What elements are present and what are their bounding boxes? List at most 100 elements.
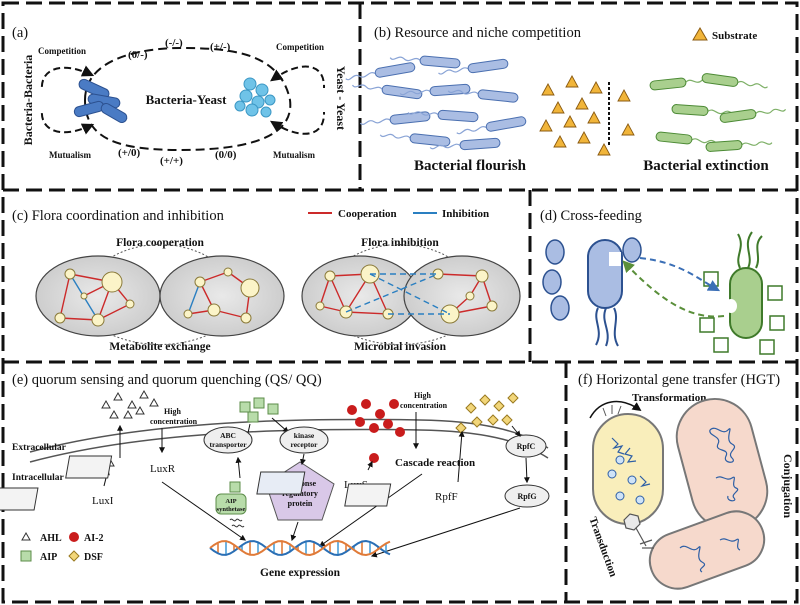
extracellular-label: Extracellular bbox=[12, 443, 67, 453]
yy-competition-loop bbox=[270, 65, 326, 89]
microbe-node bbox=[486, 300, 498, 312]
cross-feed-arrow-to-blue bbox=[622, 260, 725, 318]
microbe-node bbox=[207, 303, 221, 317]
substrate-triangle bbox=[577, 131, 591, 144]
cell-membrane-inner bbox=[29, 428, 549, 463]
microbe-node bbox=[240, 312, 252, 324]
flora-inhibition-label: Flora inhibition bbox=[361, 237, 439, 249]
aip-synthetase-label-2: synthetase bbox=[217, 506, 246, 513]
substrate-triangle bbox=[541, 83, 555, 96]
yy-competition-label: Competition bbox=[276, 42, 324, 52]
microbe-node bbox=[324, 270, 336, 282]
extinction-caption: Bacterial extinction bbox=[643, 158, 769, 174]
blue-bacterium bbox=[587, 239, 623, 309]
substrate-triangle bbox=[621, 123, 635, 136]
interaction-edge bbox=[59, 273, 71, 319]
panel-d-title: (d) Cross-feeding bbox=[540, 208, 642, 224]
substrate-triangles bbox=[539, 75, 635, 156]
transformation-label: Transformation bbox=[632, 392, 706, 404]
bacterium bbox=[447, 89, 519, 103]
legend-dsf: DSF bbox=[84, 552, 103, 563]
legend-ai2: AI-2 bbox=[84, 533, 103, 544]
dna-strand bbox=[209, 539, 391, 557]
recipient-cell bbox=[592, 413, 664, 525]
interaction-edge bbox=[345, 311, 389, 315]
rpff-protein bbox=[344, 483, 392, 507]
microbe-node bbox=[315, 301, 325, 311]
bacteria-yeast-loop bbox=[83, 46, 292, 152]
flora-networks bbox=[54, 264, 498, 327]
bacterium bbox=[351, 84, 423, 100]
substrate-triangle bbox=[597, 143, 611, 156]
inhibition-edge bbox=[369, 273, 451, 315]
bb-competition-label: Competition bbox=[38, 46, 86, 56]
qs-legend: AHL AI-2 AIP DSF bbox=[20, 531, 103, 563]
substrate-legend-label: Substrate bbox=[712, 30, 757, 42]
kinase-label-1: kinase bbox=[294, 431, 315, 440]
substrate-triangle bbox=[617, 89, 631, 102]
yy-mutualism-label: Mutualism bbox=[273, 150, 316, 160]
bacterium bbox=[705, 140, 773, 152]
microbe-node bbox=[125, 299, 135, 309]
cross-feed-arrow-to-green bbox=[639, 257, 721, 292]
conjugation-label: Conjugation bbox=[781, 454, 795, 518]
luxr-label: LuxR bbox=[150, 463, 176, 475]
interaction-edge bbox=[187, 281, 201, 315]
panel-b: (b) Resource and niche competition Subst… bbox=[345, 25, 787, 174]
dna-helix bbox=[209, 539, 391, 557]
interaction-plus-plus: (+/+) bbox=[160, 155, 183, 167]
microbe-node bbox=[465, 291, 475, 301]
luxr-protein bbox=[65, 455, 113, 479]
microbe-node bbox=[183, 309, 193, 319]
bacteria-cluster bbox=[73, 78, 128, 123]
rpfc-receptor bbox=[505, 434, 547, 458]
metabolite-exchange-label: Metabolite exchange bbox=[109, 341, 210, 353]
bacterium bbox=[399, 83, 471, 97]
microbe-node bbox=[54, 312, 66, 324]
interaction-edge bbox=[437, 273, 483, 277]
blue-metabolites bbox=[542, 237, 642, 321]
panel-a: (a) Bacteria-Yeast Competition Mutualism… bbox=[12, 25, 348, 167]
panel-d: (d) Cross-feeding bbox=[540, 208, 785, 355]
cascade-label: Cascade reaction bbox=[395, 457, 475, 469]
panel-b-title: (b) Resource and niche competition bbox=[374, 25, 582, 41]
luxi-protein bbox=[0, 487, 39, 511]
rpfg-protein bbox=[504, 484, 550, 508]
cooperation-legend-label: Cooperation bbox=[338, 208, 397, 220]
luxi-label: LuxI bbox=[92, 495, 114, 507]
abc-label-1: ABC bbox=[220, 431, 236, 440]
community-oval-2 bbox=[159, 255, 285, 337]
interaction-edge bbox=[329, 275, 347, 313]
microbe-node bbox=[240, 278, 260, 298]
panel-e-title: (e) quorum sensing and quorum quenching … bbox=[12, 372, 322, 388]
legend-aip: AIP bbox=[40, 552, 57, 563]
transduction-label: Transduction bbox=[586, 515, 619, 578]
aip-synthetase bbox=[215, 493, 247, 515]
community-oval-3 bbox=[301, 255, 419, 337]
flourish-caption: Bacterial flourish bbox=[414, 158, 527, 174]
substrate-triangle bbox=[539, 119, 553, 132]
response-label-3: protein bbox=[288, 499, 313, 508]
substrate-triangle bbox=[551, 101, 565, 114]
microbe-node bbox=[475, 269, 489, 283]
kinase-receptor bbox=[279, 426, 329, 454]
abc-label-2: transporter bbox=[209, 440, 247, 449]
concentration-label-2: concentration bbox=[400, 401, 448, 410]
abc-transporter bbox=[203, 426, 253, 454]
bacterium bbox=[379, 133, 451, 147]
flora-cooperation-label: Flora cooperation bbox=[116, 237, 204, 249]
high-label-1: High bbox=[164, 407, 181, 416]
panel-a-title: (a) bbox=[12, 25, 28, 41]
phage-icon bbox=[623, 513, 654, 549]
substrate-triangle bbox=[575, 97, 589, 110]
bacterium bbox=[671, 104, 739, 116]
community-oval-4 bbox=[403, 255, 521, 337]
panel-c-title: (c) Flora coordination and inhibition bbox=[12, 208, 225, 224]
intracellular-label: Intracellular bbox=[12, 473, 64, 483]
ai2-signals bbox=[347, 399, 405, 463]
bb-mutualism-loop bbox=[40, 109, 95, 135]
interaction-0-minus: (0/-) bbox=[128, 49, 148, 61]
rpfc-label: RpfC bbox=[517, 442, 536, 451]
bacteria-bacteria-label: Bacteria-Bacteria bbox=[21, 55, 35, 146]
panel-f-title: (f) Horizontal gene transfer (HGT) bbox=[578, 372, 780, 388]
